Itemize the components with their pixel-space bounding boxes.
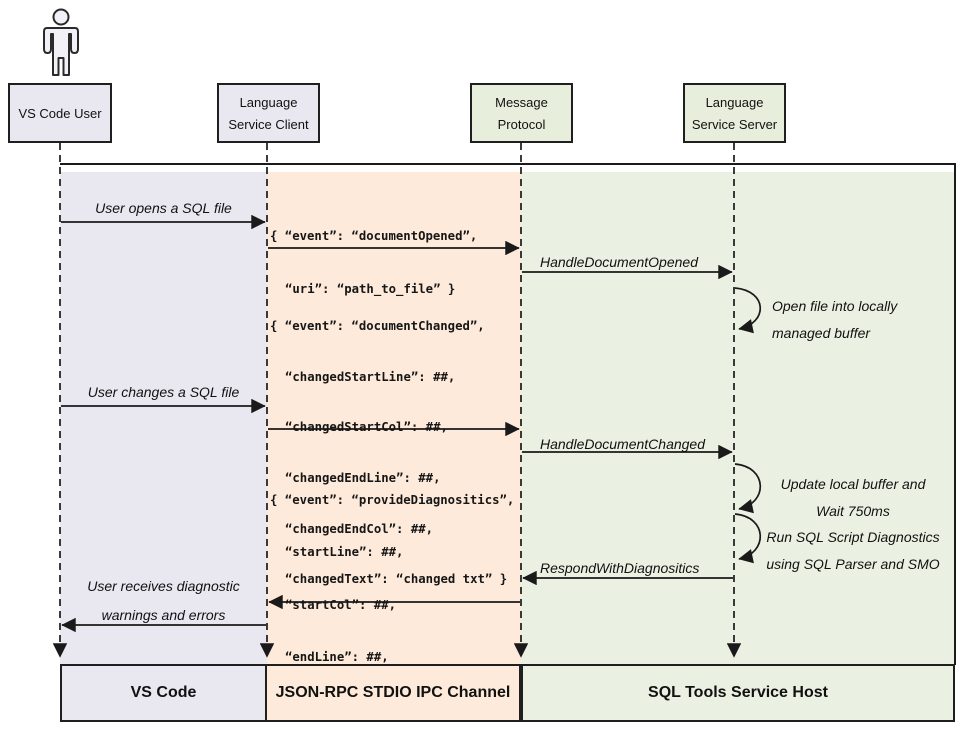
label-handle-document-changed: HandleDocumentChanged xyxy=(540,436,705,452)
label-line1: User receives diagnostic xyxy=(87,578,240,594)
actor-language-service-server: Language Service Server xyxy=(683,83,786,143)
payload-line: “startCol”: ##, xyxy=(285,597,397,612)
footer-service-host: SQL Tools Service Host xyxy=(521,664,955,722)
band-frame xyxy=(60,163,956,665)
payload-line: “changedEndCol”: ##, xyxy=(285,521,434,536)
footer-vscode: VS Code xyxy=(60,664,267,722)
payload-line: { “event”: “documentChanged”, xyxy=(270,319,485,333)
footer-label: JSON-RPC STDIO IPC Channel xyxy=(275,684,511,701)
actor-message-protocol: Message Protocol xyxy=(470,83,573,143)
payload-line: “uri”: “path_to_file” } xyxy=(285,282,456,296)
loop-update-buffer xyxy=(734,463,762,514)
note-line2: managed buffer xyxy=(772,325,871,341)
label-user-receives-diagnostics: User receives diagnostic warnings and er… xyxy=(60,572,267,630)
payload-line: “endLine”: ##, xyxy=(285,650,389,665)
footer-label: VS Code xyxy=(130,684,197,701)
loop-open-file-buffer xyxy=(734,287,762,334)
payload-line: { “event”: “provideDiagnositics”, xyxy=(270,493,515,507)
note-line1: Run SQL Script Diagnostics xyxy=(766,529,940,545)
note-line2: Wait 750ms xyxy=(816,503,890,519)
actor-vscode-user: VS Code User xyxy=(8,83,112,143)
actor-label-line1: Language xyxy=(705,94,764,110)
loop-run-diagnostics xyxy=(734,513,762,564)
payload-line: “startLine”: ##, xyxy=(285,545,404,560)
payload-document-changed: { “event”: “documentChanged”, “changedSt… xyxy=(270,291,507,623)
payload-line: “changedStartLine”: ##, xyxy=(285,369,456,384)
actor-label: VS Code User xyxy=(18,105,102,121)
label-line2: warnings and errors xyxy=(101,607,226,623)
payload-line: “changedStartCol”: ##, xyxy=(285,420,448,435)
note-open-file-buffer: Open file into locally managed buffer xyxy=(772,293,897,347)
label-user-changes-file: User changes a SQL file xyxy=(87,384,240,400)
label-user-opens-file: User opens a SQL file xyxy=(95,200,232,216)
payload-line: { “event”: “documentOpened”, xyxy=(270,229,478,243)
footer-ipc-channel: JSON-RPC STDIO IPC Channel xyxy=(265,664,521,722)
payload-line: “changedText”: “changed txt” } xyxy=(285,572,508,587)
actor-label-line1: Language xyxy=(239,94,298,110)
note-line1: Update local buffer and xyxy=(780,476,926,492)
actor-language-service-client: Language Service Client xyxy=(217,83,320,143)
note-line1: Open file into locally xyxy=(772,298,898,314)
payload-line: “changedEndLine”: ##, xyxy=(285,471,441,486)
note-line2: using SQL Parser and SMO xyxy=(766,556,940,572)
user-icon xyxy=(43,8,79,76)
actor-label-line2: Service Client xyxy=(228,116,309,132)
payload-document-opened: { “event”: “documentOpened”, “uri”: “pat… xyxy=(270,201,477,335)
note-update-buffer: Update local buffer and Wait 750ms xyxy=(757,471,949,525)
label-handle-document-opened: HandleDocumentOpened xyxy=(540,254,698,270)
label-respond-with-diagnostics: RespondWithDiagnositics xyxy=(540,560,700,576)
lane-vscode xyxy=(60,172,267,664)
actor-label-line2: Service Server xyxy=(691,116,778,132)
lane-ipc-channel xyxy=(267,172,521,664)
actor-label-line2: Protocol xyxy=(497,116,546,132)
footer-label: SQL Tools Service Host xyxy=(648,684,828,701)
note-run-diagnostics: Run SQL Script Diagnostics using SQL Par… xyxy=(755,524,951,578)
lane-service-host xyxy=(521,172,955,664)
actor-label-line1: Message xyxy=(495,94,548,110)
